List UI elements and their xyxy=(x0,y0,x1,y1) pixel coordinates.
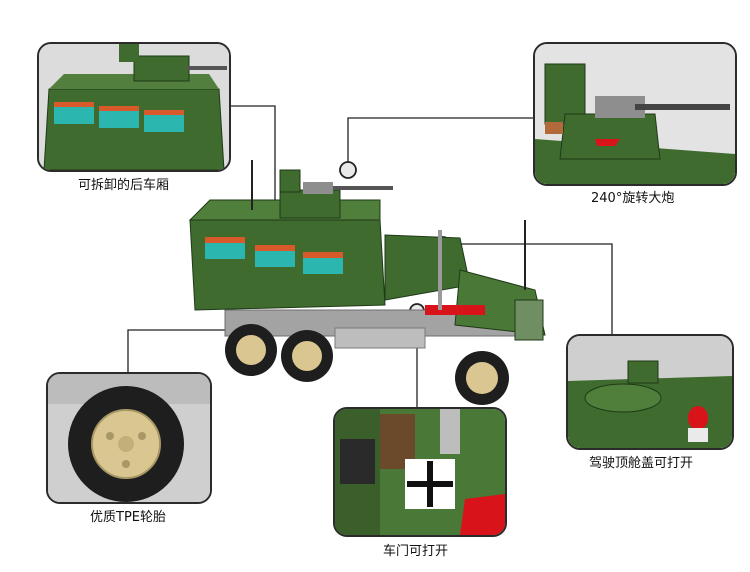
red-light-icon xyxy=(688,406,708,430)
caption-hatch: 驾驶顶舱盖可打开 xyxy=(589,456,694,471)
truck-model xyxy=(188,160,546,405)
caption-rear-box: 可拆卸的后车厢 xyxy=(78,178,170,193)
detail-panel-rear-box xyxy=(37,42,231,172)
detail-panel-door xyxy=(333,407,507,537)
detail-panel-tire xyxy=(46,372,212,504)
callout-dot-cannon xyxy=(339,161,357,179)
caption-tire: 优质TPE轮胎 xyxy=(90,510,166,525)
caption-cannon: 240°旋转大炮 xyxy=(591,191,675,206)
detail-panel-hatch xyxy=(566,334,734,450)
cross-emblem-icon xyxy=(405,459,455,509)
caption-door: 车门可打开 xyxy=(383,544,449,559)
detail-panel-cannon: + xyxy=(533,42,737,186)
